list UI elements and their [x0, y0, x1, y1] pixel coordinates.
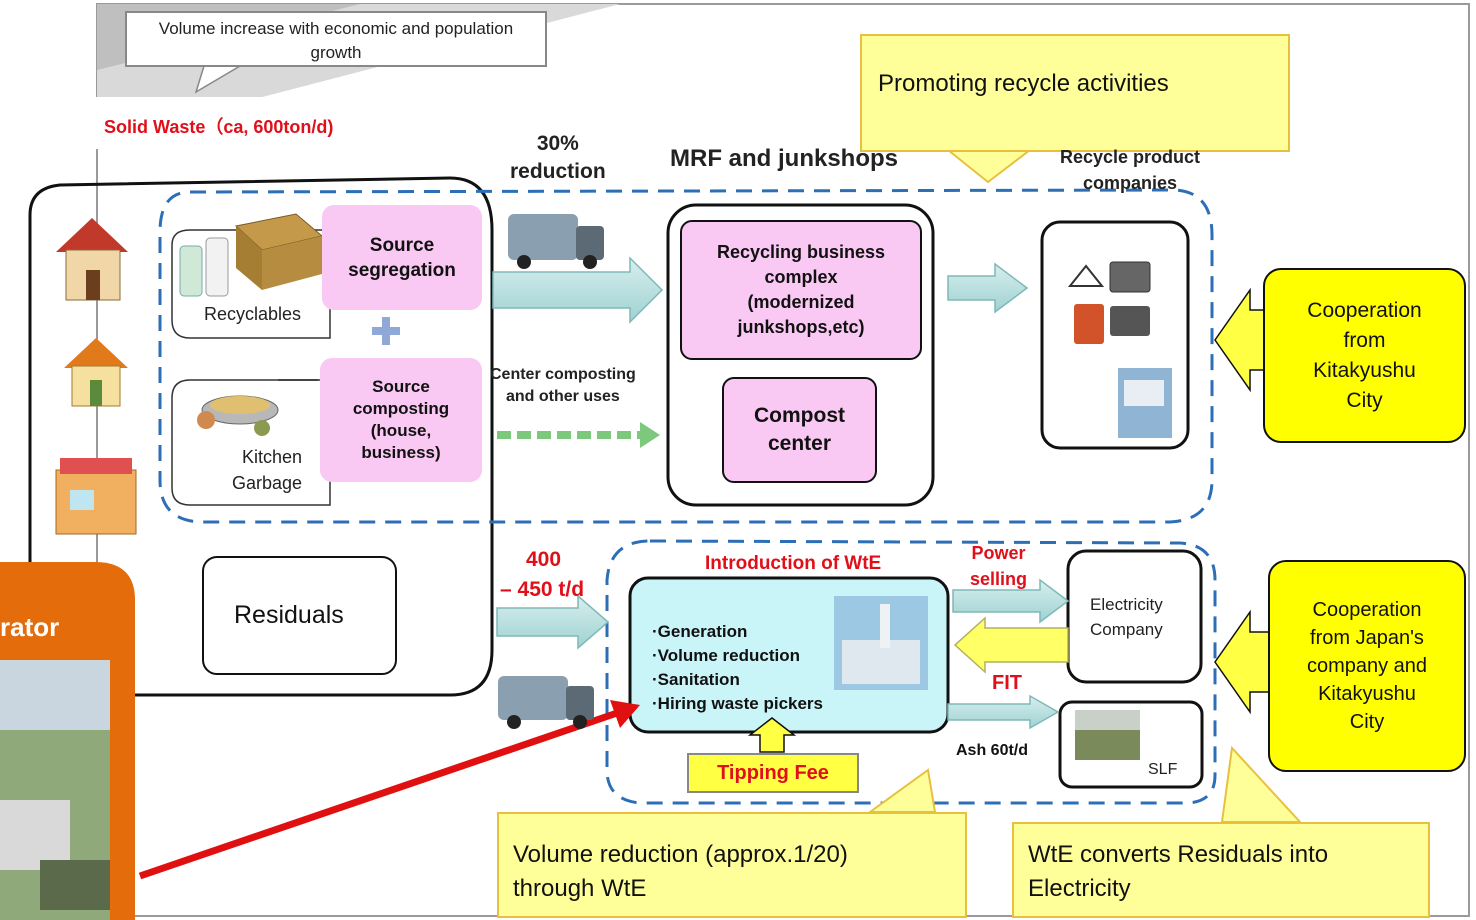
- promoting-callout-text: Promoting recycle activities: [878, 70, 1169, 97]
- wte-bullet: ·Hiring waste pickers: [652, 694, 824, 713]
- shop-icon: [55, 458, 137, 535]
- tipping-fee-box: Tipping Fee: [687, 753, 859, 793]
- compost-center-box: Compost center: [722, 377, 877, 483]
- recyclables-icon: [179, 213, 324, 297]
- residuals-label: Residuals: [234, 601, 344, 629]
- reduction-label: 30% reduction: [510, 132, 606, 183]
- source-composting-box: Source composting (house, business): [320, 358, 482, 482]
- garbage-truck-icon: [508, 214, 604, 269]
- fit-label: FIT: [992, 672, 1022, 694]
- solid-waste-label-box: [88, 97, 403, 149]
- top-note: Volume increase with economic and popula…: [158, 19, 514, 62]
- tonnage-400: 400: [526, 548, 562, 571]
- top-note-callout: [125, 11, 547, 67]
- ash-label: Ash 60t/d: [956, 742, 1029, 759]
- compost-center-text: Compost center: [754, 404, 845, 455]
- wte-callout: WtE converts Residuals into Electricity: [1012, 822, 1430, 918]
- intro-wte-label: Introduction of WtE: [705, 553, 882, 574]
- power-selling-label: Power selling: [970, 543, 1028, 589]
- center-composting-label: Center composting and other uses: [490, 366, 636, 405]
- incinerator-title: rator: [0, 612, 60, 642]
- recyclables-label: Recyclables: [204, 304, 302, 324]
- house-icon: [56, 218, 128, 301]
- wte-bullet: ·Sanitation: [652, 670, 740, 689]
- mrf-title: MRF and junkshops: [670, 145, 898, 172]
- wte-plant-icon: [834, 596, 928, 690]
- wte-bullets: ·Generation ·Volume reduction ·Sanitatio…: [652, 620, 823, 716]
- promoting-callout: Promoting recycle activities: [860, 34, 1290, 152]
- volume-callout: Volume reduction (approx.1/20) through W…: [497, 812, 967, 918]
- coop-japan-box: Cooperation from Japan's company and Kit…: [1268, 560, 1466, 772]
- source-composting-text: Source composting (house, business): [352, 377, 450, 462]
- slf-label: SLF: [1148, 761, 1178, 778]
- coop-kitakyushu-box: Cooperation from Kitakyushu City: [1263, 268, 1466, 443]
- wte-bullet: ·Generation: [652, 622, 748, 641]
- recycling-complex-text: Recycling business complex (modernized j…: [716, 242, 886, 337]
- garbage-truck-icon: [498, 676, 594, 729]
- cottage-icon: [64, 338, 128, 407]
- recycling-complex-box: Recycling business complex (modernized j…: [680, 220, 922, 360]
- coop-japan-text: Cooperation from Japan's company and Kit…: [1306, 599, 1428, 733]
- kitchen-garbage-icon: [197, 379, 318, 436]
- wte-callout-text: WtE converts Residuals into Electricity: [1028, 841, 1329, 902]
- kitchen-garbage-label: Kitchen Garbage: [232, 447, 303, 493]
- source-segregation-box: Source segregation: [322, 205, 482, 310]
- recycle-companies-label: Recycle product companies: [1060, 147, 1201, 193]
- tipping-fee-text: Tipping Fee: [717, 761, 829, 784]
- wte-bullet: ·Volume reduction: [652, 646, 800, 665]
- coop-kitakyushu-text: Cooperation from Kitakyushu City: [1307, 298, 1422, 412]
- tonnage-450: – 450 t/d: [500, 578, 585, 601]
- solid-waste-label: Solid Waste（ca, 600ton/d): [104, 117, 334, 137]
- landfill-icon: [1075, 710, 1140, 760]
- recycled-products-icon: [1067, 261, 1172, 438]
- volume-callout-text: Volume reduction (approx.1/20) through W…: [513, 841, 848, 902]
- electricity-company-label: Electricity Company: [1090, 595, 1163, 639]
- source-segregation-text: Source segregation: [348, 234, 456, 281]
